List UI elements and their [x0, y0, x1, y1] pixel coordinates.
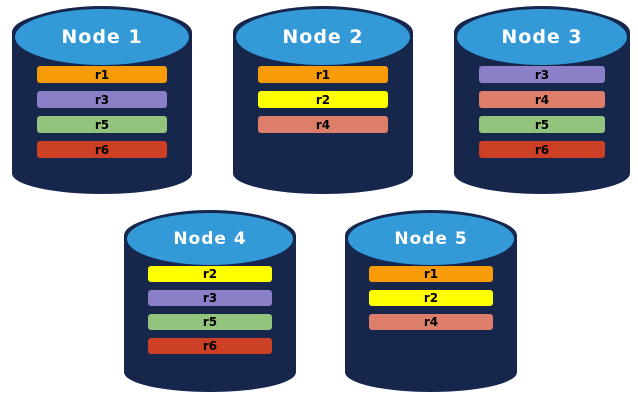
record-bar-r6[interactable]: r6 [37, 141, 167, 158]
node-label: Node 1 [61, 26, 143, 48]
cylinder-top-ellipse: Node 3 [454, 6, 630, 68]
record-bar-r4[interactable]: r4 [478, 91, 606, 108]
cylinder-top-ellipse: Node 5 [345, 210, 517, 268]
record-bar-r3[interactable]: r3 [37, 91, 167, 108]
cylinder-top-ellipse: Node 2 [233, 6, 413, 68]
record-bar-r3[interactable]: r3 [148, 290, 272, 306]
record-bar-r1[interactable]: r1 [369, 266, 493, 282]
database-node-2[interactable]: Node 2 r1 r2 r4 [233, 6, 413, 194]
record-bar-r5[interactable]: r5 [478, 116, 606, 133]
record-list: r2 r3 r5 r6 [124, 266, 296, 362]
record-list: r3 r4 r5 r6 [454, 66, 630, 166]
record-bar-r2[interactable]: r2 [369, 290, 493, 306]
record-list: r1 r2 r4 [345, 266, 517, 338]
node-label: Node 3 [501, 26, 583, 48]
record-bar-r5[interactable]: r5 [37, 116, 167, 133]
record-bar-r5[interactable]: r5 [148, 314, 272, 330]
database-node-4[interactable]: Node 4 r2 r3 r5 r6 [124, 210, 296, 392]
record-bar-r4[interactable]: r4 [369, 314, 493, 330]
record-bar-r6[interactable]: r6 [478, 141, 606, 158]
record-bar-r3[interactable]: r3 [478, 66, 606, 83]
record-bar-r1[interactable]: r1 [258, 66, 388, 83]
database-node-1[interactable]: Node 1 r1 r3 r5 r6 [12, 6, 192, 194]
cylinder-top-ellipse: Node 4 [124, 210, 296, 268]
node-label: Node 4 [173, 229, 247, 249]
cylinder-top-ellipse: Node 1 [12, 6, 192, 68]
database-node-5[interactable]: Node 5 r1 r2 r4 [345, 210, 517, 392]
record-bar-r1[interactable]: r1 [37, 66, 167, 83]
record-bar-r6[interactable]: r6 [148, 338, 272, 354]
record-bar-r2[interactable]: r2 [148, 266, 272, 282]
database-node-3[interactable]: Node 3 r3 r4 r5 r6 [454, 6, 630, 194]
record-list: r1 r2 r4 [233, 66, 413, 141]
node-label: Node 5 [394, 229, 468, 249]
node-label: Node 2 [282, 26, 364, 48]
record-list: r1 r3 r5 r6 [12, 66, 192, 166]
record-bar-r4[interactable]: r4 [258, 116, 388, 133]
record-bar-r2[interactable]: r2 [258, 91, 388, 108]
